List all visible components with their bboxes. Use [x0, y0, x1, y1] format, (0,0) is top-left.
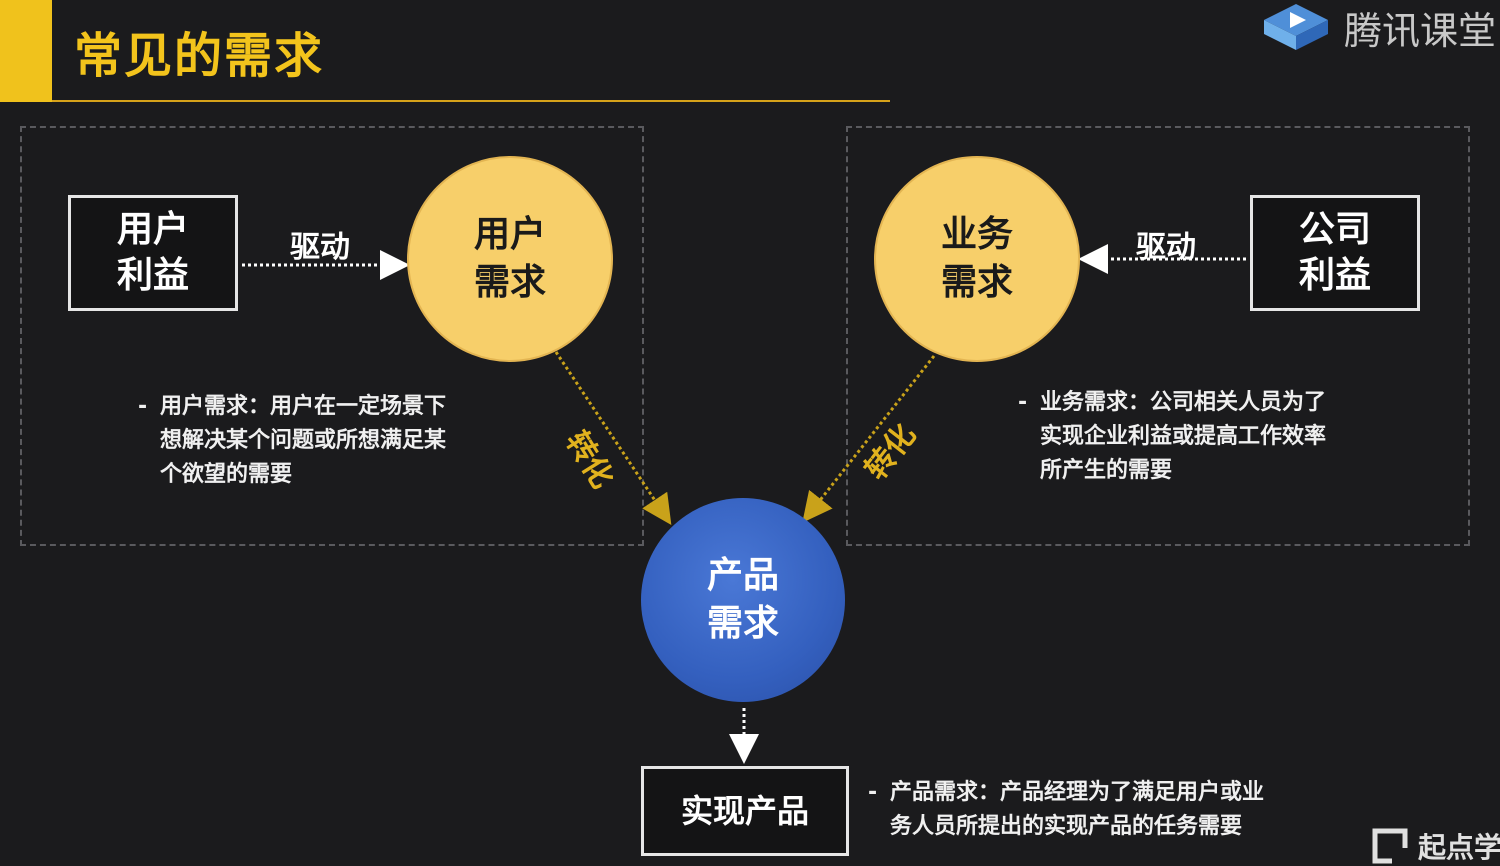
desc-line: 实现企业利益或提高工作效率 [1040, 424, 1327, 449]
desc-line: 个欲望的需要 [160, 462, 293, 487]
title-accent-bar [0, 0, 52, 102]
realize-product-label: 实现产品 [680, 792, 809, 830]
left-transform-arrow [554, 351, 672, 525]
bullet-dash: - [1018, 390, 1028, 415]
bullet-dash: - [138, 394, 148, 419]
bullet-dash: - [868, 780, 878, 805]
business-need-line-1: 业务 [940, 214, 1013, 255]
desc-line: 务人员所提出的实现产品的任务需要 [890, 814, 1243, 839]
product-need-line-2: 需求 [706, 603, 779, 644]
realize-product-box: 实现产品 [641, 766, 849, 856]
corner-logo: 起点学 [1372, 826, 1500, 865]
title-underline [52, 100, 890, 102]
brand-name: 腾讯课堂 [1344, 9, 1497, 53]
desc-line: 用户需求：用户在一定场景下 [160, 394, 447, 419]
business-need-description: - 业务需求：公司相关人员为了 实现企业利益或提高工作效率 所产生的需要 [1018, 386, 1327, 488]
desc-line: 产品需求：产品经理为了满足用户或业 [890, 780, 1265, 805]
product-need-description: - 产品需求：产品经理为了满足用户或业 务人员所提出的实现产品的任务需要 [868, 776, 1265, 844]
left-panel [20, 126, 644, 546]
company-interest-box: 公司 利益 [1250, 195, 1420, 311]
corner-logo-icon [1372, 828, 1408, 864]
company-interest-line-1: 公司 [1298, 209, 1371, 250]
user-need-line-2: 需求 [473, 262, 546, 303]
right-transform-arrow [802, 355, 936, 523]
business-need-line-2: 需求 [940, 262, 1013, 303]
user-interest-line-1: 用户 [116, 209, 189, 250]
product-need-circle: 产品 需求 [641, 498, 845, 702]
tencent-classroom-logo: 腾讯课堂 [1262, 0, 1500, 53]
play-logo-icon [1264, 4, 1328, 50]
user-interest-box: 用户 利益 [68, 195, 238, 311]
business-need-circle: 业务 需求 [874, 156, 1080, 362]
company-interest-line-2: 利益 [1298, 255, 1371, 296]
left-drive-label: 驱动 [290, 230, 350, 265]
desc-line: 业务需求：公司相关人员为了 [1040, 390, 1327, 415]
user-need-description: - 用户需求：用户在一定场景下 想解决某个问题或所想满足某 个欲望的需要 [138, 390, 447, 492]
right-drive-label: 驱动 [1136, 230, 1196, 265]
desc-line: 想解决某个问题或所想满足某 [160, 428, 447, 453]
corner-brand-text: 起点学 [1418, 831, 1500, 864]
user-need-line-1: 用户 [473, 214, 546, 255]
user-interest-line-2: 利益 [116, 255, 189, 296]
product-need-line-1: 产品 [706, 555, 779, 596]
right-panel [846, 126, 1470, 546]
desc-line: 所产生的需要 [1040, 458, 1173, 483]
user-need-circle: 用户 需求 [407, 156, 613, 362]
slide-title: 常见的需求 [74, 28, 325, 84]
